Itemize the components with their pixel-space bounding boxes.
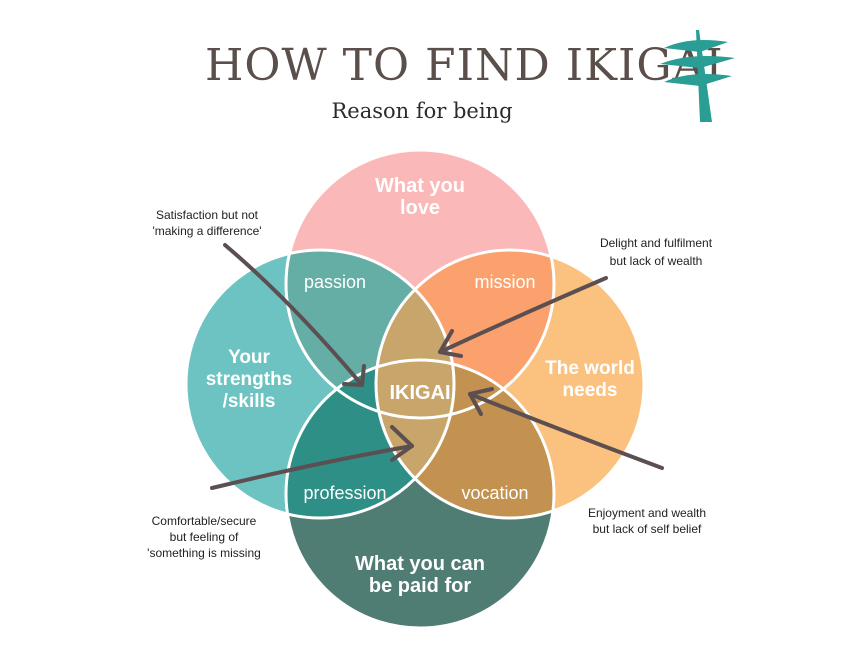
- paid-label-line1: What you can: [355, 553, 485, 575]
- profession-note-line3: 'something is missing: [147, 546, 261, 560]
- arrow-mission: [438, 276, 608, 358]
- mission-note-line1: Delight and fulfilment: [600, 236, 713, 250]
- skills-label-line3: /skills: [223, 391, 276, 412]
- circle-outlines: [184, 148, 646, 630]
- mission-note-line2: but lack of wealth: [610, 254, 703, 268]
- world-label-line2: needs: [563, 380, 618, 401]
- vocation-note-line2: but lack of self belief: [593, 522, 702, 536]
- page-title: HOW TO FIND IKIGAI: [205, 40, 724, 91]
- vocation-label: vocation: [461, 483, 528, 503]
- arrow-vocation: [468, 387, 664, 470]
- paid-label-line2: be paid for: [369, 575, 471, 597]
- page-subtitle: Reason for being: [331, 99, 512, 123]
- love-label-line1: What you: [375, 175, 465, 197]
- skills-label-line2: strengths: [206, 369, 293, 390]
- mission-label: mission: [474, 272, 535, 292]
- passion-note-line1: Satisfaction but not: [156, 208, 259, 222]
- passion-note-line2: 'making a difference': [152, 224, 261, 238]
- annotation-arrows: [210, 243, 664, 490]
- skills-label-line1: Your: [228, 347, 270, 368]
- tree-icon: [660, 30, 735, 122]
- profession-note-line2: but feeling of: [170, 530, 239, 544]
- passion-label: passion: [304, 272, 366, 292]
- ikigai-center-label: IKIGAI: [389, 382, 450, 404]
- arrow-profession: [210, 425, 414, 490]
- vocation-note-line1: Enjoyment and wealth: [588, 506, 706, 520]
- profession-note-line1: Comfortable/secure: [152, 514, 257, 528]
- arrow-passion: [223, 243, 366, 387]
- world-label-line1: The world: [545, 358, 635, 379]
- profession-label: profession: [303, 483, 386, 503]
- love-label-line2: love: [400, 197, 440, 219]
